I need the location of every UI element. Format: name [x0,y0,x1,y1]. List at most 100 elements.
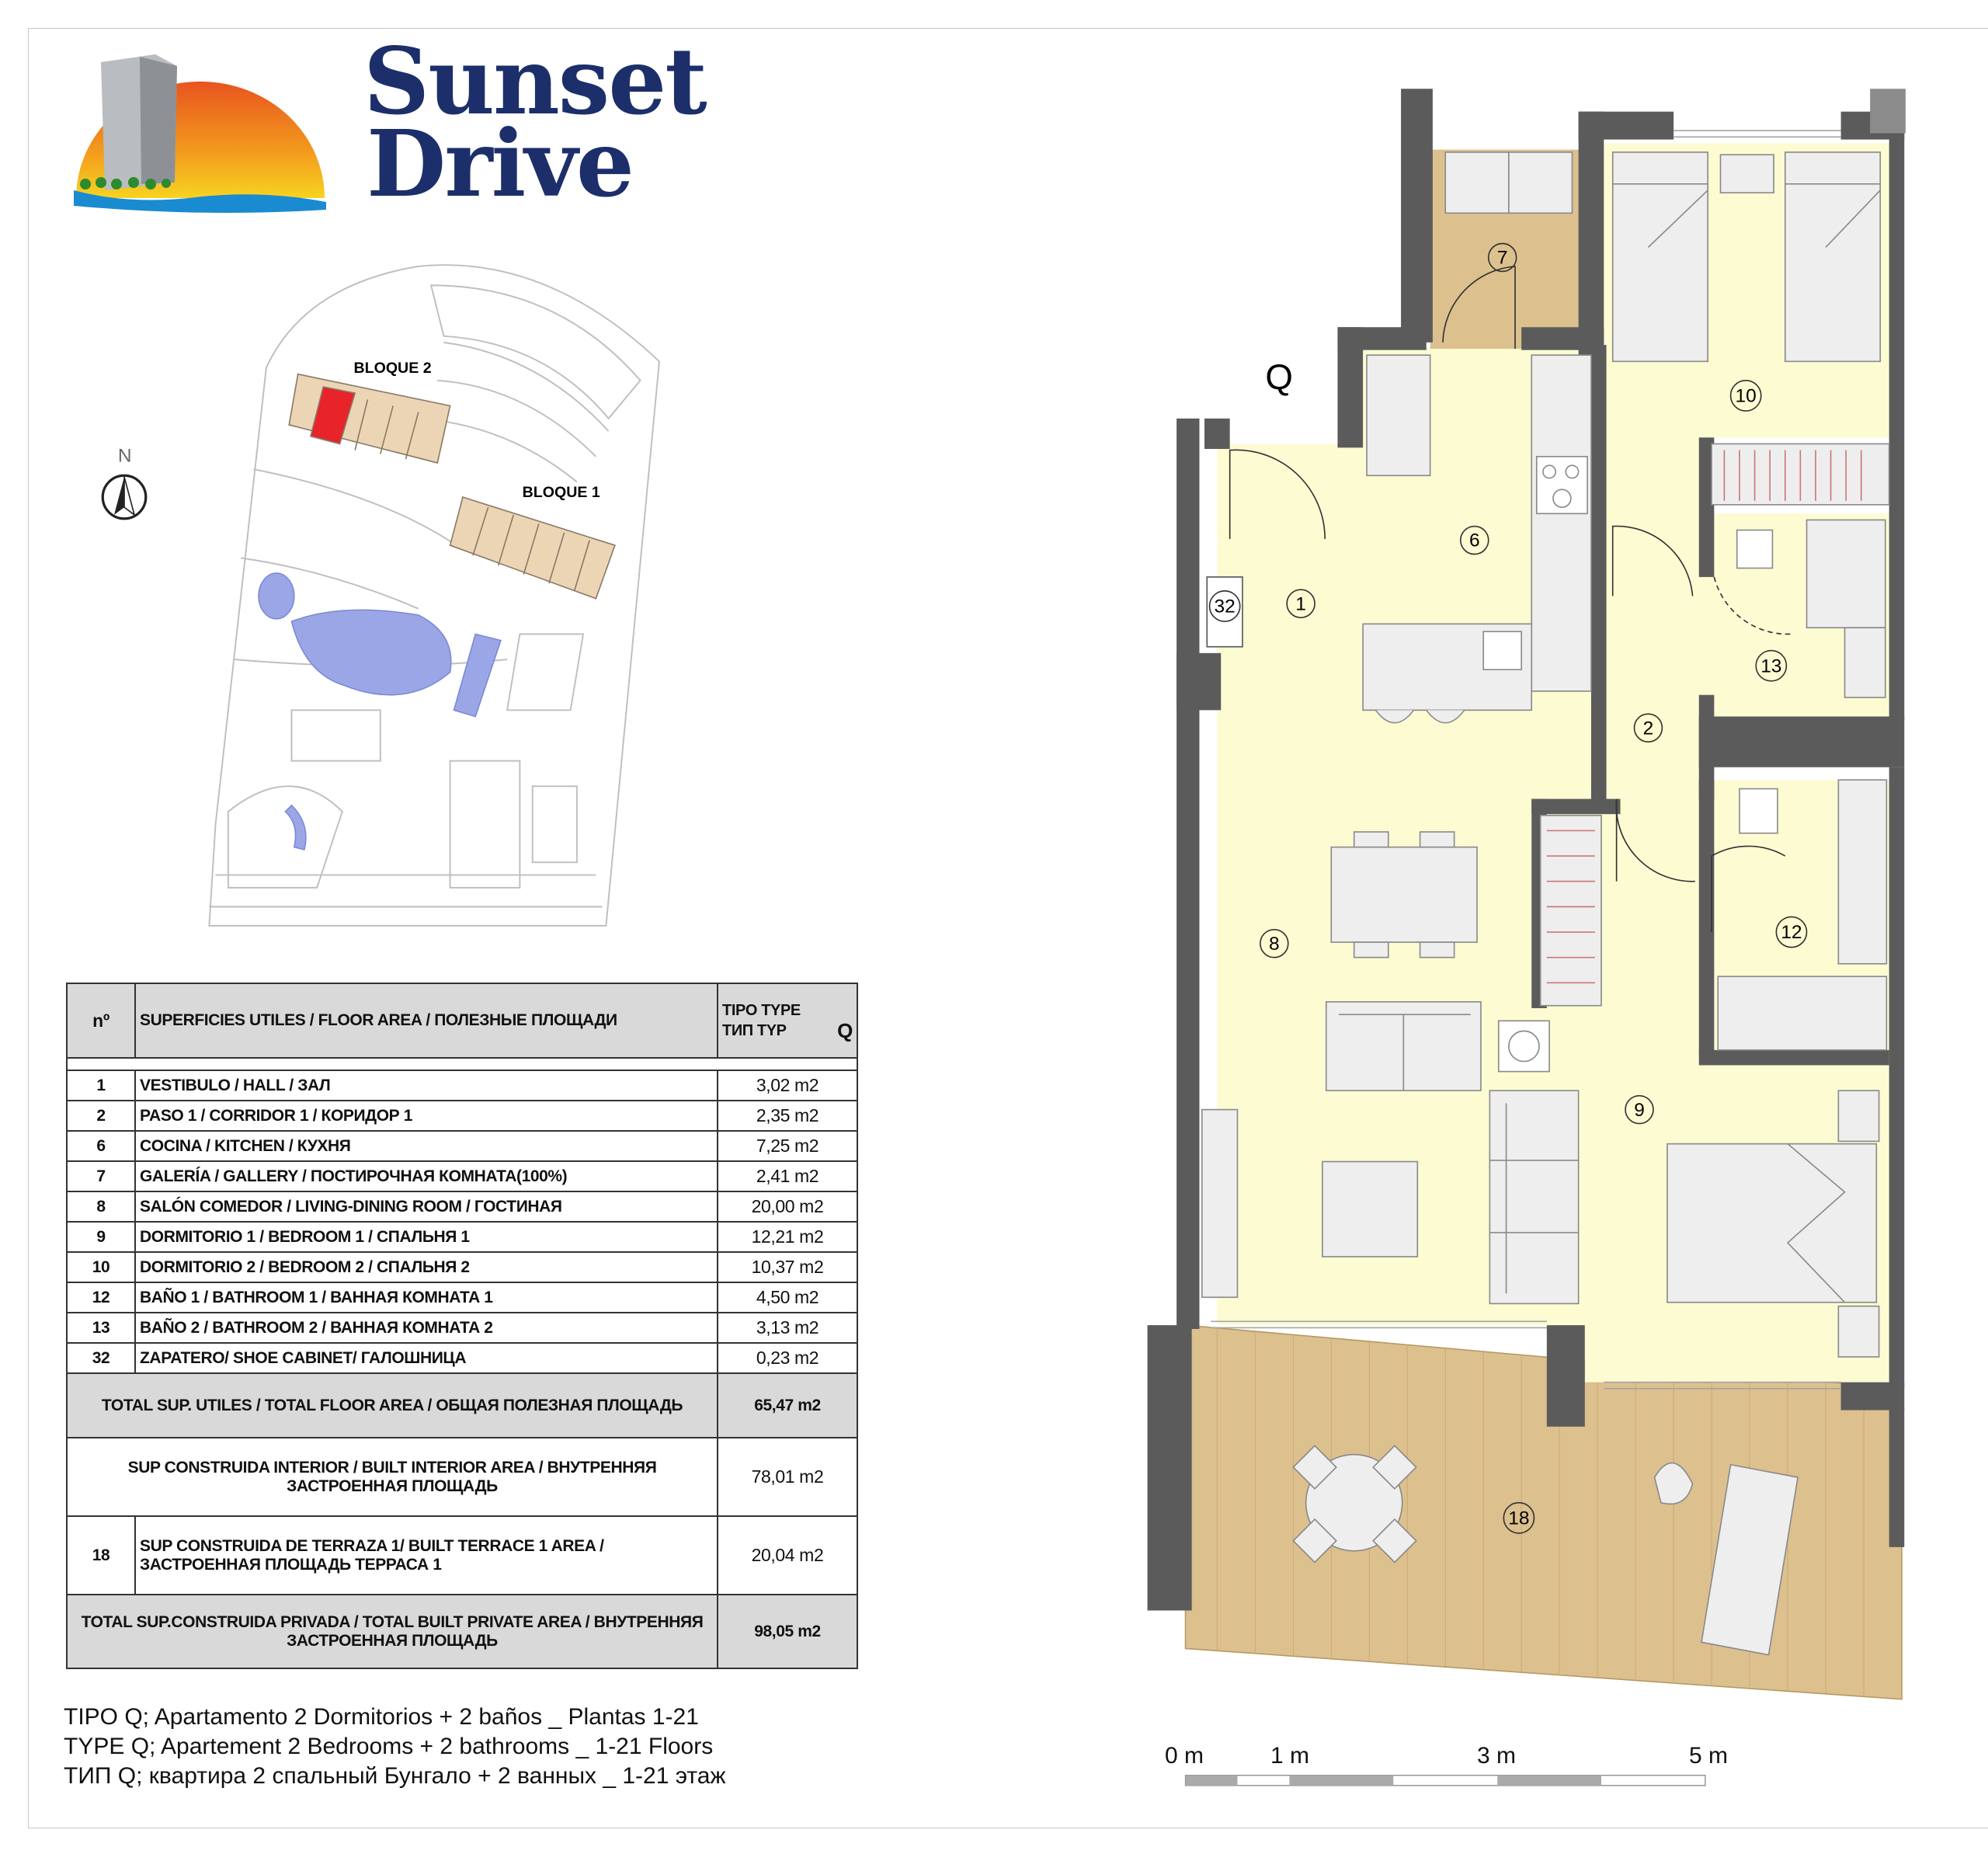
svg-text:8: 8 [1269,934,1280,955]
north-label: N [118,445,132,466]
row-name: BAÑO 1 / BATHROOM 1 / ВАННАЯ КОМНАТА 1 [134,1282,718,1313]
bedroom-furniture [1539,151,1890,1358]
row-name: ZAPATERO/ SHOE CABINET/ ГАЛОШНИЦА [134,1342,718,1374]
row-area: 20,00 m2 [717,1191,858,1223]
bloque-1-label: BLOQUE 1 [523,484,600,501]
area-table: nº SUPERFICIES UTILES / FLOOR AREA / ПОЛ… [66,983,858,1669]
room-label-18: 18 [1503,1501,1535,1534]
row-name: DORMITORIO 2 / BEDROOM 2 / СПАЛЬНЯ 2 [134,1251,718,1283]
room-label-12: 12 [1775,916,1808,948]
row-name: DORMITORIO 1 / BEDROOM 1 / СПАЛЬНЯ 1 [134,1221,718,1253]
room-label-13: 13 [1755,649,1788,682]
row-no: 13 [66,1312,136,1344]
terrace-furniture [1292,1445,1799,1656]
row-no: 7 [66,1160,136,1192]
total-useful-row: TOTAL SUP. UTILES / TOTAL FLOOR AREA / О… [66,1372,858,1438]
living-furniture [1201,831,1580,1305]
doors [1229,266,1791,933]
svg-text:6: 6 [1469,530,1480,551]
svg-text:12: 12 [1781,922,1802,943]
table-gap [66,1057,858,1071]
svg-text:7: 7 [1497,248,1508,269]
bathroom-furniture [1717,519,1888,1051]
row-name: GALERÍA / GALLERY / ПОСТИРОЧНАЯ КОМНАТА(… [134,1160,718,1192]
svg-text:9: 9 [1634,1100,1645,1121]
row-area: 12,21 m2 [717,1221,858,1253]
total-built-row: TOTAL SUP.CONSTRUIDA PRIVADA / TOTAL BUI… [66,1594,858,1669]
scale-label-0m: 0 m [1165,1743,1204,1769]
row-area: 7,25 m2 [717,1130,858,1162]
room-labels: 1 2 6 7 8 9 10 12 13 18 32 [1208,242,1808,1534]
room-label-8: 8 [1260,928,1289,958]
site-pools [258,572,502,850]
header-type: TIPO TYPE ТИП TYP Q [717,983,858,1059]
header-type-line2: ТИП TYP [722,1022,787,1039]
total-built-label: TOTAL SUP.CONSTRUIDA PRIVADA / TOTAL BUI… [66,1594,718,1669]
row-area: 3,13 m2 [717,1312,858,1344]
row-area: 4,50 m2 [717,1282,858,1313]
row-no: 8 [66,1191,136,1223]
description-en: TYPE Q; Apartement 2 Bedrooms + 2 bathro… [64,1734,714,1759]
row-area: 2,35 m2 [717,1100,858,1132]
scale-label-1m: 1 m [1270,1743,1310,1769]
logo-title: Sunset Drive [363,27,707,217]
table-header: nº SUPERFICIES UTILES / FLOOR AREA / ПОЛ… [66,983,858,1059]
gallery-appliances [1444,151,1573,214]
room-label-7: 7 [1487,242,1517,273]
logo-line-2: Drive [367,110,634,217]
bloque-2 [288,373,451,464]
header-type-value: Q [837,1019,853,1042]
row-no: 2 [66,1100,136,1132]
row-name: COCINA / KITCHEN / КУХНЯ [134,1130,718,1162]
total-useful-label: TOTAL SUP. UTILES / TOTAL FLOOR AREA / О… [66,1372,718,1438]
row-area: 3,02 m2 [717,1070,858,1101]
built-interior-row: SUP CONSTRUIDA INTERIOR / BUILT INTERIOR… [66,1437,858,1517]
terrace-area: 20,04 m2 [717,1515,858,1595]
description-ru: ТИП Q; квартира 2 спальный Бунгало + 2 в… [64,1763,726,1789]
bloque-2-label: BLOQUE 2 [354,360,432,377]
description-es: TIPO Q; Apartamento 2 Dormitorios + 2 ba… [64,1704,699,1730]
walls [1147,89,1906,1611]
room-label-10: 10 [1729,380,1762,412]
site-plan [208,264,660,927]
row-name: BAÑO 2 / BATHROOM 2 / ВАННАЯ КОМНАТА 2 [134,1312,718,1344]
terrace-row: 18 SUP CONSTRUIDA DE TERRAZA 1/ BUILT TE… [66,1515,858,1595]
header-type-line1: TIPO TYPE [722,1002,801,1019]
built-interior-label: SUP CONSTRUIDA INTERIOR / BUILT INTERIOR… [66,1437,718,1517]
bloque-1 [449,496,616,600]
row-area: 2,41 m2 [717,1160,858,1192]
row-no: 12 [66,1282,136,1313]
kitchen-furniture [1362,354,1592,724]
row-name: PASO 1 / CORRIDOR 1 / КОРИДОР 1 [134,1100,718,1132]
row-name: VESTIBULO / HALL / ЗАЛ [134,1070,718,1101]
row-no: 10 [66,1251,136,1283]
sunset-logo-icon [74,54,326,213]
room-label-1: 1 [1286,589,1315,618]
room-label-9: 9 [1625,1094,1654,1125]
total-built-area: 98,05 m2 [717,1594,858,1669]
svg-text:18: 18 [1508,1508,1529,1529]
floor-plan: 1 2 6 7 8 9 10 12 13 18 32 Q [1147,89,1906,1700]
scale-bar [1184,1775,1706,1786]
row-no: 1 [66,1070,136,1101]
svg-text:32: 32 [1215,597,1236,617]
terrace-no: 18 [66,1515,136,1595]
row-no: 9 [66,1221,136,1253]
scale-label-5m: 5 m [1689,1743,1729,1769]
logo-line-1: Sunset [363,27,707,135]
svg-text:10: 10 [1736,386,1757,407]
north-arrow-icon [101,474,148,520]
svg-text:2: 2 [1643,718,1654,739]
row-no: 6 [66,1130,136,1162]
svg-text:13: 13 [1760,656,1781,677]
apartment-type-label: Q [1265,357,1293,397]
